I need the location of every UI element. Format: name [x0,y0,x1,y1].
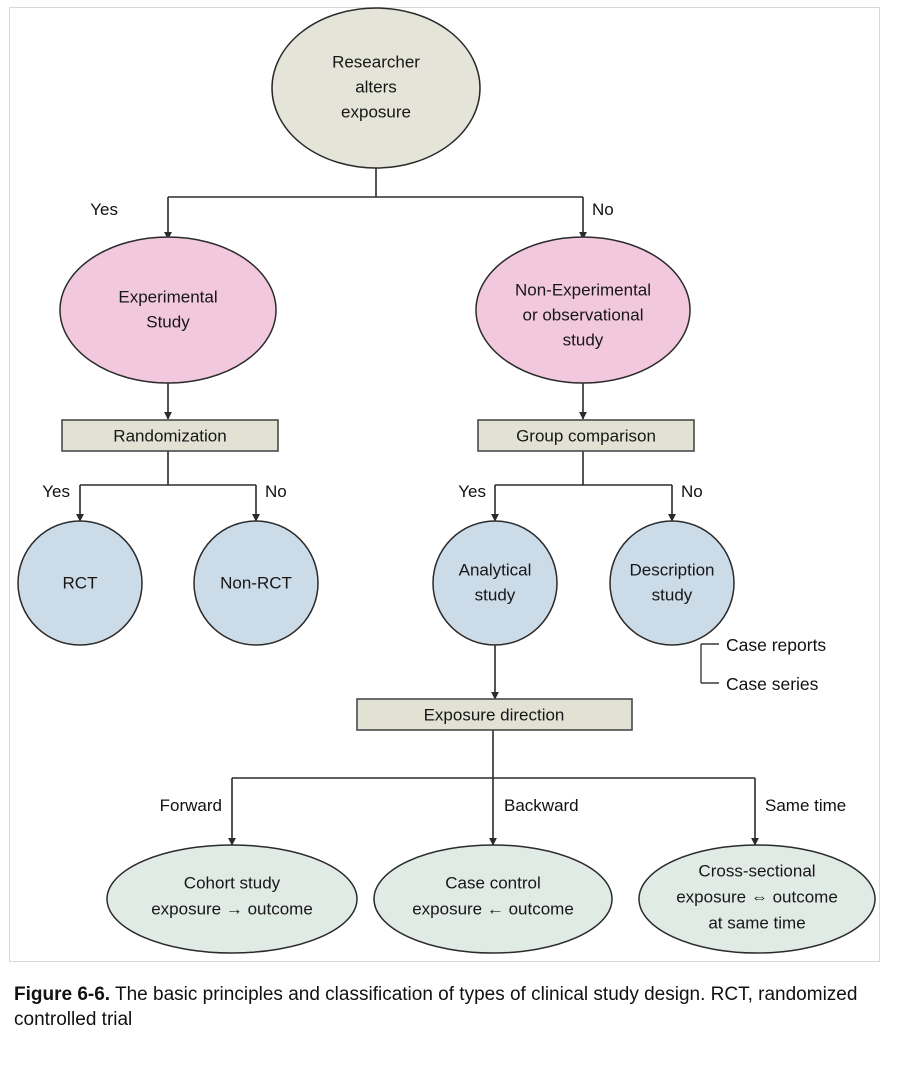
edge-label-group-no: No [681,482,703,501]
node-non-rct-label: Non-RCT [220,573,292,592]
edge-label-randomization-yes: Yes [42,482,70,501]
edge-label-same-time: Same time [765,796,846,815]
study-design-flowchart: Researcher alters exposure Experimental … [17,7,876,954]
node-root-line3: exposure [341,102,411,121]
node-cohort-line2: exposure → outcome [151,899,313,918]
node-analytical-study[interactable] [432,520,558,646]
edge-label-group-yes: Yes [458,482,486,501]
node-experimental-line2: Study [146,312,190,331]
node-root-line1: Researcher [332,52,420,71]
node-case-control[interactable] [373,844,613,954]
node-cohort-study[interactable] [106,844,358,954]
edge-label-randomization-no: No [265,482,287,501]
node-rct[interactable] [17,520,143,646]
node-nonexperimental-line3: study [563,330,604,349]
annotation-case-reports: Case reports [726,635,826,655]
node-nonexperimental-line1: Non-Experimental [515,280,651,299]
node-experimental-study[interactable] [59,236,277,384]
node-description-line2: study [652,585,693,604]
node-experimental-line1: Experimental [118,287,217,306]
node-nonexperimental-line2: or observational [523,305,644,324]
edge-label-root-no: No [592,200,614,219]
edge-label-forward: Forward [160,796,222,815]
figure-caption: Figure 6-6. The basic principles and cla… [14,982,884,1033]
node-rct-label: RCT [63,573,98,592]
node-analytical-line2: study [475,585,516,604]
node-non-experimental-study[interactable] [475,236,691,384]
node-researcher-alters-exposure[interactable] [271,7,481,169]
node-cross-sectional[interactable] [638,844,876,954]
node-randomization-box[interactable] [61,419,279,452]
node-case-control-line1: Case control [445,873,540,892]
figure-caption-label: Figure 6-6. [14,984,111,1005]
node-group-comparison-label: Group comparison [516,426,656,445]
node-cross-sectional-line2: exposure ⇔ outcome [676,887,838,906]
node-analytical-line1: Analytical [459,560,532,579]
annotation-case-series: Case series [726,674,819,694]
node-exposure-direction-label: Exposure direction [424,705,565,724]
node-root-line2: alters [355,77,397,96]
node-cross-sectional-line1: Cross-sectional [698,861,815,880]
figure-caption-text: The basic principles and classification … [14,984,858,1031]
edge-label-backward: Backward [504,796,579,815]
node-description-line1: Description [629,560,714,579]
node-description-study[interactable] [609,520,735,646]
node-cohort-line1: Cohort study [184,873,281,892]
edge-label-root-yes: Yes [90,200,118,219]
node-non-rct[interactable] [193,520,319,646]
node-randomization-label: Randomization [113,426,226,445]
node-cross-sectional-line3: at same time [708,913,805,932]
node-case-control-line2: exposure ← outcome [412,899,574,918]
node-exposure-direction-box[interactable] [356,698,633,731]
node-group-comparison-box[interactable] [477,419,695,452]
